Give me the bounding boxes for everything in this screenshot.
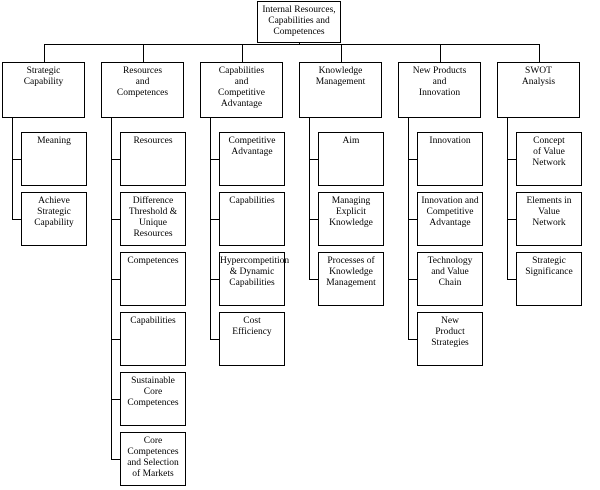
column-header: SWOT Analysis	[497, 62, 580, 118]
child-connector	[408, 339, 417, 340]
root-connector	[299, 43, 300, 45]
column-spine	[408, 118, 409, 340]
child-connector	[309, 219, 318, 220]
column-spine	[507, 118, 508, 280]
child-connector	[210, 159, 219, 160]
child-connector	[210, 339, 219, 340]
child-node: Capabilities	[120, 312, 186, 366]
child-connector	[12, 219, 21, 220]
column-connector	[143, 44, 144, 62]
child-node: Hypercompetition & Dynamic Capabilities	[219, 252, 289, 306]
child-node: Meaning	[21, 132, 87, 186]
column-header: Knowledge Management	[299, 62, 382, 118]
root-node: Internal Resources, Capabilities and Com…	[257, 1, 341, 43]
column-spine	[111, 118, 112, 460]
column-header: Resources and Competences	[101, 62, 184, 118]
column-connector	[539, 44, 540, 62]
column-header: Capabilities and Competitive Advantage	[200, 62, 283, 118]
child-connector	[12, 159, 21, 160]
child-connector	[507, 159, 516, 160]
child-node: Technology and Value Chain	[417, 252, 483, 306]
child-connector	[111, 459, 120, 460]
child-connector	[111, 219, 120, 220]
child-connector	[210, 219, 219, 220]
child-connector	[507, 279, 516, 280]
child-connector	[309, 159, 318, 160]
child-node: New Product Strategies	[417, 312, 483, 366]
child-node: Concept of Value Network	[516, 132, 582, 186]
child-node: Capabilities	[219, 192, 285, 246]
child-node: Competences	[120, 252, 186, 306]
child-node: Achieve Strategic Capability	[21, 192, 87, 246]
column-connector	[242, 44, 243, 62]
child-connector	[507, 219, 516, 220]
child-node: Elements in Value Network	[516, 192, 582, 246]
column-spine	[12, 118, 13, 220]
column-connector	[44, 44, 45, 62]
column-connector	[341, 44, 342, 62]
child-connector	[210, 279, 219, 280]
child-connector	[111, 399, 120, 400]
child-node: Resources	[120, 132, 186, 186]
child-connector	[111, 279, 120, 280]
column-spine	[309, 118, 310, 280]
child-connector	[111, 339, 120, 340]
child-node: Processes of Knowledge Management	[318, 252, 384, 306]
child-node: Innovation and Competitive Advantage	[417, 192, 483, 246]
column-connector	[440, 44, 441, 62]
child-node: Strategic Significance	[516, 252, 582, 306]
child-connector	[408, 279, 417, 280]
child-connector	[309, 279, 318, 280]
top-bus-line	[44, 44, 540, 45]
child-node: Managing Explicit Knowledge	[318, 192, 384, 246]
column-spine	[210, 118, 211, 340]
child-node: Core Competences and Selection of Market…	[120, 432, 186, 486]
child-node: Sustainable Core Competences	[120, 372, 186, 426]
child-node: Cost Efficiency	[219, 312, 285, 366]
child-connector	[111, 159, 120, 160]
column-header: Strategic Capability	[2, 62, 85, 118]
child-node: Innovation	[417, 132, 483, 186]
child-node: Competitive Advantage	[219, 132, 285, 186]
child-node: Aim	[318, 132, 384, 186]
child-connector	[408, 219, 417, 220]
column-header: New Products and Innovation	[398, 62, 481, 118]
child-connector	[408, 159, 417, 160]
child-node: Difference Threshold & Unique Resources	[120, 192, 186, 246]
